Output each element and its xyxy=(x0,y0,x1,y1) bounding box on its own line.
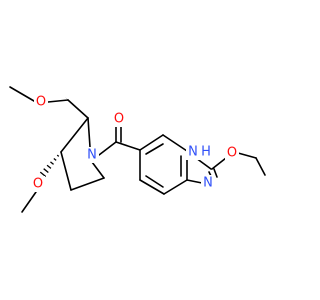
bond-ethyl-ch2-ch3 xyxy=(255,157,266,176)
stereo-hash-line xyxy=(43,168,49,173)
stereo-hash-line xyxy=(46,164,52,169)
atom-label-n-imidazole: N xyxy=(203,176,213,191)
bond-c2-n xyxy=(87,117,91,148)
bond-c3-c2 xyxy=(60,117,89,153)
stereo-wedge-c2-ch2 xyxy=(65,97,88,118)
bond-c2-o xyxy=(211,157,227,170)
bond-n-c3a xyxy=(186,179,203,184)
atom-label-n-imidazole-h: N xyxy=(188,145,198,160)
atom-label-n-pyrrolidine: N xyxy=(87,148,97,163)
bond-n-c5 xyxy=(91,161,105,179)
bond-c6-c7-inner xyxy=(145,143,164,155)
bond-ring-o-ch3 xyxy=(21,191,37,213)
bond-n-carbonyl-c xyxy=(98,141,117,156)
bond-c4-c5 xyxy=(139,179,165,195)
bond-c6-c7 xyxy=(139,134,164,151)
stereo-hash-c3-o xyxy=(39,154,60,177)
atom-label-h-imidazole: H xyxy=(201,145,211,160)
stereo-hash-line xyxy=(50,161,54,165)
molecule-structure: O N O O N H N O xyxy=(9,86,266,213)
atom-label-o-methoxy-ring: O xyxy=(33,177,43,192)
bond-methoxymethyl-ch3-o xyxy=(9,86,35,102)
bond-carbonyl-c-c6 xyxy=(115,141,141,151)
bond-c2-n-double-b xyxy=(213,168,218,178)
atom-label-o-carbonyl: O xyxy=(114,112,124,127)
bond-c4-c3 xyxy=(60,151,72,191)
atom-n-imidazole-h: N xyxy=(186,144,200,160)
bond-c3a-c4 xyxy=(163,179,188,195)
bond-c5-c4-inner xyxy=(145,175,164,188)
atom-n-pyrrolidine: N xyxy=(85,147,99,163)
atom-o-methoxy-ring: O xyxy=(31,176,45,192)
atom-o-carbonyl: O xyxy=(112,111,126,127)
atom-n-imidazole: N xyxy=(201,175,215,191)
atom-label-layer: O N O O N H N O xyxy=(31,94,239,192)
atom-h-imidazole: H xyxy=(199,144,213,160)
atom-label-o-methoxymethyl: O xyxy=(36,95,46,110)
stereo-wedge-layer xyxy=(39,97,88,177)
stereo-hash-line xyxy=(39,171,47,177)
bond-o-ch2 xyxy=(47,99,69,103)
bond-c7-c7a xyxy=(162,134,188,152)
stereo-hash-line xyxy=(53,157,57,161)
atom-o-ethoxy: O xyxy=(225,145,239,161)
bond-c5-c4 xyxy=(70,177,105,191)
stereo-hash-line xyxy=(56,154,60,157)
bond-o-ethyl-ch2 xyxy=(237,152,257,159)
atom-label-o-ethoxy: O xyxy=(227,146,237,161)
atom-o-methoxymethyl: O xyxy=(34,94,48,110)
